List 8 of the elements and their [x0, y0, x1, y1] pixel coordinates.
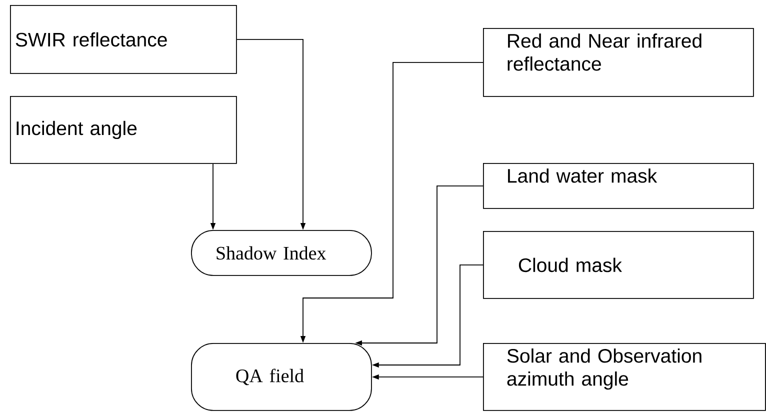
input-box: Red and Near infrared reflectance [483, 28, 754, 97]
input-box: Incident angle [10, 96, 237, 164]
input-box: Land water mask [483, 163, 754, 209]
terminal-box: QA field [191, 343, 372, 411]
input-box: Cloud mask [483, 231, 754, 299]
input-box: SWIR reflectance [10, 5, 237, 74]
terminal-box: Shadow Index [191, 230, 372, 276]
input-box: Solar and Observation azimuth angle [483, 343, 766, 411]
